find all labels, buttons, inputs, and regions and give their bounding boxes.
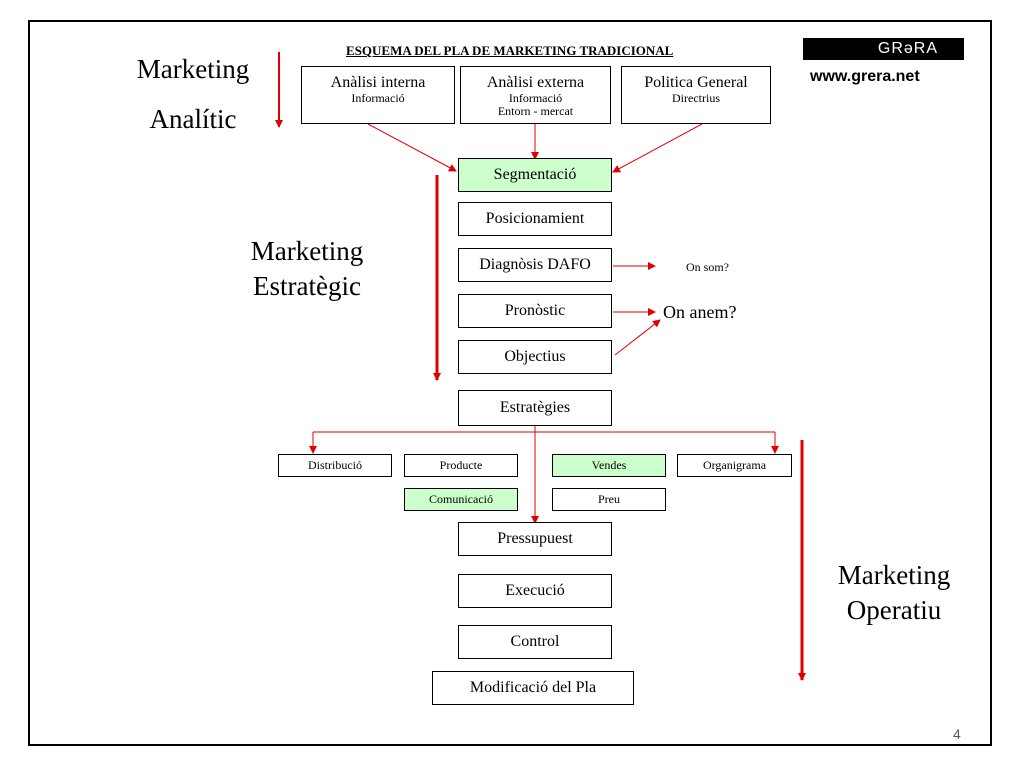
text-on-som: On som? (686, 260, 729, 274)
box-comunicacio: Comunicació (404, 488, 518, 511)
label-analitic: Analític (149, 104, 237, 134)
box-pronostic: Pronòstic (458, 294, 612, 328)
label-marketing-analitic: Marketing (136, 54, 250, 84)
box-control: Control (458, 625, 612, 659)
box-preu: Preu (552, 488, 666, 511)
slide-frame (28, 20, 992, 746)
arrow-interna-segmentacio (367, 123, 457, 172)
box-vendes: Vendes (552, 454, 666, 477)
label-marketing-operatiu: Marketing Operatiu (837, 560, 951, 626)
box-politica-general: Politica General Directrius (621, 66, 771, 124)
box-analisi-externa: Anàlisi externa Informació Entorn - merc… (460, 66, 611, 124)
box-posicionament: Posicionamient (458, 202, 612, 236)
box-pressupuest: Pressupuest (458, 522, 612, 556)
grera-logo: GRəRA (803, 38, 964, 60)
label-marketing-estrategic: Marketing Estratègic (250, 236, 364, 302)
box-organigrama: Organigrama (677, 454, 792, 477)
arrow-objectius-onanem (614, 319, 661, 356)
box-objectius: Objectius (458, 340, 612, 374)
box-estrategies: Estratègies (458, 390, 612, 426)
website-url[interactable]: www.grera.net (810, 68, 920, 85)
box-distribucio: Distribució (278, 454, 392, 477)
box-segmentacio: Segmentació (458, 158, 612, 192)
box-analisi-interna: Anàlisi interna Informació (301, 66, 455, 124)
arrow-general-segmentacio (612, 123, 703, 173)
box-diagnosis-dafo: Diagnòsis DAFO (458, 248, 612, 282)
text-on-anem: On anem? (663, 302, 737, 322)
box-execucio: Execució (458, 574, 612, 608)
page-number: 4 (953, 726, 961, 742)
box-modificacio-pla: Modificació del Pla (432, 671, 634, 705)
box-producte: Producte (404, 454, 518, 477)
slide-title: ESQUEMA DEL PLA DE MARKETING TRADICIONAL (346, 43, 674, 58)
